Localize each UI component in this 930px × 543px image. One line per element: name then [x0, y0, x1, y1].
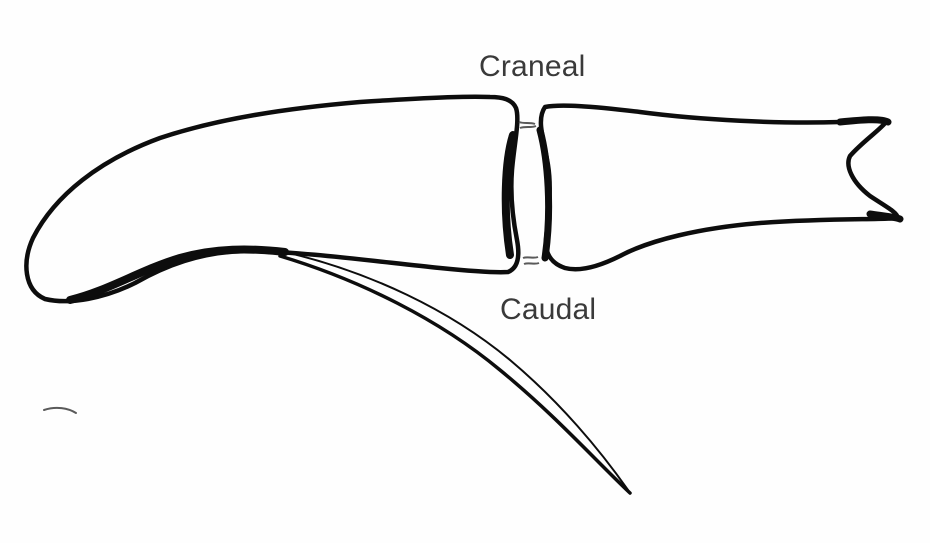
- middle-articular-surface: [540, 130, 549, 258]
- caudal-ligament: [523, 257, 539, 264]
- claw-sole-thickening: [70, 250, 285, 300]
- caudal-label: Caudal: [500, 293, 596, 327]
- cranial-ligament: [519, 122, 536, 128]
- middle-phalanx-outline: [541, 106, 898, 270]
- cranial-label: Craneal: [479, 50, 585, 84]
- flexor-tendon-inner: [285, 252, 628, 490]
- stray-mark: [44, 408, 76, 413]
- flexor-tendon: [280, 256, 630, 493]
- distal-phalanx-outline: [26, 97, 518, 301]
